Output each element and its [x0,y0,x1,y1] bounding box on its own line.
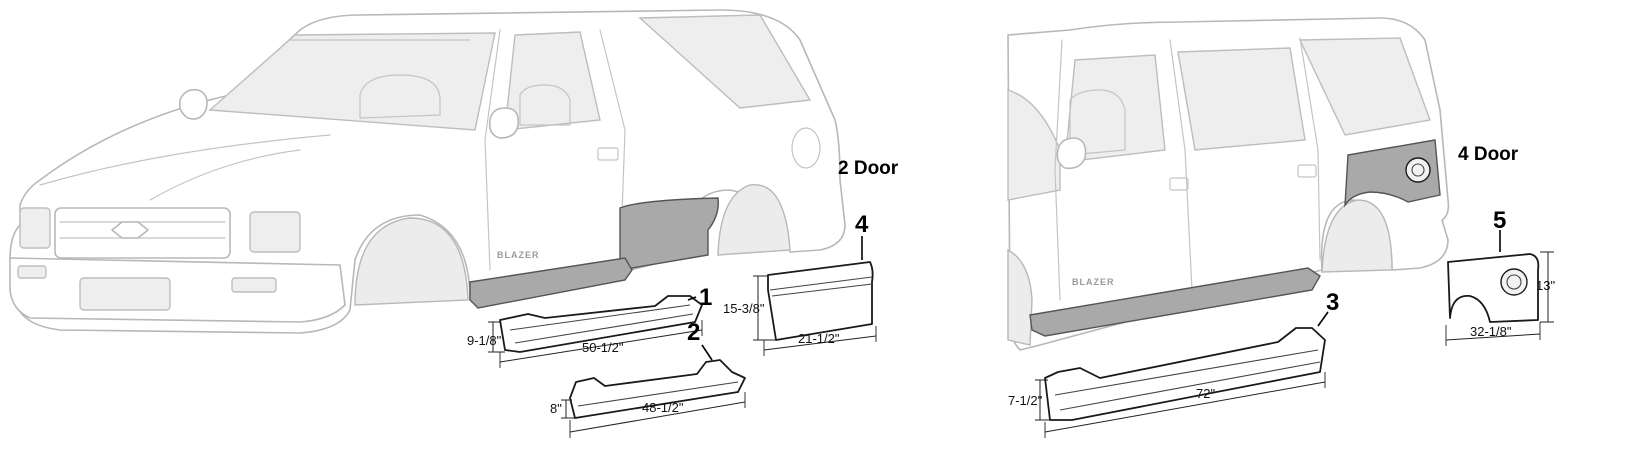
two-door-vehicle: BLAZER [9,9,846,334]
part-3: 7-1/2" 72" 3 [1008,289,1339,438]
four-door-badge: BLAZER [1072,277,1115,287]
callout-3: 3 [1326,289,1339,316]
part-1: 9-1/8" 50-1/2" 1 [467,284,712,368]
callout-1: 1 [699,284,712,311]
callout-5: 5 [1493,207,1506,234]
part-1-height: 9-1/8" [467,333,502,348]
part-2: 8" 48-1/2" 2 [550,319,746,438]
part-3-length: 72" [1196,386,1215,401]
part-4: 15-3/8" 21-1/2" 4 [723,211,877,356]
part-2-height: 8" [550,401,562,416]
part-4-height: 15-3/8" [723,301,765,316]
part-2-length: 48-1/2" [642,400,684,415]
part-5-length: 32-1/8" [1470,324,1512,339]
part-5-height: 13" [1536,278,1555,293]
part-4-length: 21-1/2" [798,331,840,346]
part-1-length: 50-1/2" [582,340,624,355]
four-door-label: 4 Door [1458,144,1519,165]
callout-4: 4 [855,211,869,238]
part-3-height: 7-1/2" [1008,393,1043,408]
two-door-label: 2 Door [838,158,899,179]
two-door-badge: BLAZER [497,250,540,260]
callout-2: 2 [687,319,700,346]
four-door-vehicle: BLAZER [1007,17,1450,351]
part-5: 13" 32-1/8" 5 [1445,207,1555,346]
